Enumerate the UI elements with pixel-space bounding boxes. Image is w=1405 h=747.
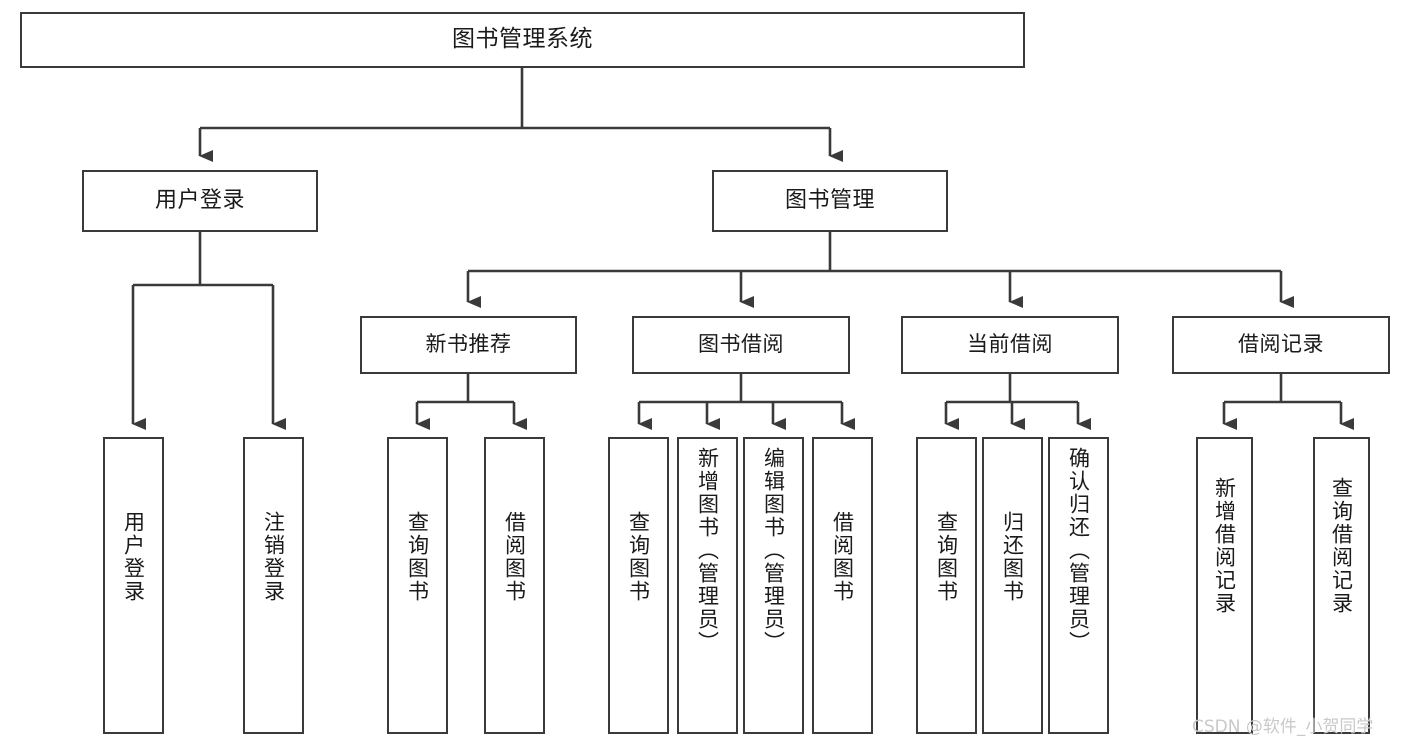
node-book-borrow[interactable]: 图书借阅 <box>632 316 850 374</box>
node-label: 新增借阅记录 <box>1212 477 1237 615</box>
node-label: 新增图书（管理员） <box>695 447 720 654</box>
node-leaf-add-book[interactable]: 新增图书（管理员） <box>677 437 738 734</box>
node-label: 图书借阅 <box>698 332 784 357</box>
node-label: 新书推荐 <box>425 332 512 357</box>
node-label: 图书管理系统 <box>452 26 593 53</box>
watermark-text: CSDN @软件_小贺同学 <box>1192 717 1374 737</box>
node-leaf-query-book-current[interactable]: 查询图书 <box>916 437 977 734</box>
node-label: 图书管理 <box>784 187 875 213</box>
node-leaf-user-login[interactable]: 用户登录 <box>103 437 164 734</box>
node-book-manage[interactable]: 图书管理 <box>712 170 948 232</box>
node-leaf-return-book[interactable]: 归还图书 <box>982 437 1043 734</box>
node-leaf-query-book-recommend[interactable]: 查询图书 <box>387 437 448 734</box>
node-leaf-borrow-book[interactable]: 借阅图书 <box>812 437 873 734</box>
node-new-book-recommend[interactable]: 新书推荐 <box>360 316 577 374</box>
node-label: 注销登录 <box>261 511 286 603</box>
node-label: 借阅图书 <box>830 511 855 603</box>
node-label: 确认归还（管理员） <box>1066 447 1091 654</box>
node-leaf-logout-login[interactable]: 注销登录 <box>243 437 304 734</box>
node-leaf-edit-book[interactable]: 编辑图书（管理员） <box>743 437 804 734</box>
node-leaf-query-borrow-record[interactable]: 查询借阅记录 <box>1313 437 1370 734</box>
node-label: 用户登录 <box>154 187 245 213</box>
node-label: 查询图书 <box>405 511 430 603</box>
node-current-borrow[interactable]: 当前借阅 <box>901 316 1119 374</box>
node-label: 归还图书 <box>1000 511 1025 603</box>
node-leaf-query-book-borrow[interactable]: 查询图书 <box>608 437 669 734</box>
node-label: 当前借阅 <box>967 332 1053 357</box>
node-leaf-confirm-return[interactable]: 确认归还（管理员） <box>1048 437 1109 734</box>
node-root-system[interactable]: 图书管理系统 <box>20 12 1025 68</box>
node-label: 借阅图书 <box>502 511 527 603</box>
node-label: 查询图书 <box>626 511 651 603</box>
node-leaf-borrow-book-recommend[interactable]: 借阅图书 <box>484 437 545 734</box>
node-label: 用户登录 <box>121 511 146 603</box>
node-leaf-add-borrow-record[interactable]: 新增借阅记录 <box>1196 437 1253 734</box>
node-borrow-record[interactable]: 借阅记录 <box>1172 316 1390 374</box>
node-label: 编辑图书（管理员） <box>761 447 786 654</box>
node-label: 查询借阅记录 <box>1329 477 1354 615</box>
node-label: 查询图书 <box>934 511 959 603</box>
node-label: 借阅记录 <box>1238 332 1324 357</box>
node-user-login[interactable]: 用户登录 <box>82 170 318 232</box>
